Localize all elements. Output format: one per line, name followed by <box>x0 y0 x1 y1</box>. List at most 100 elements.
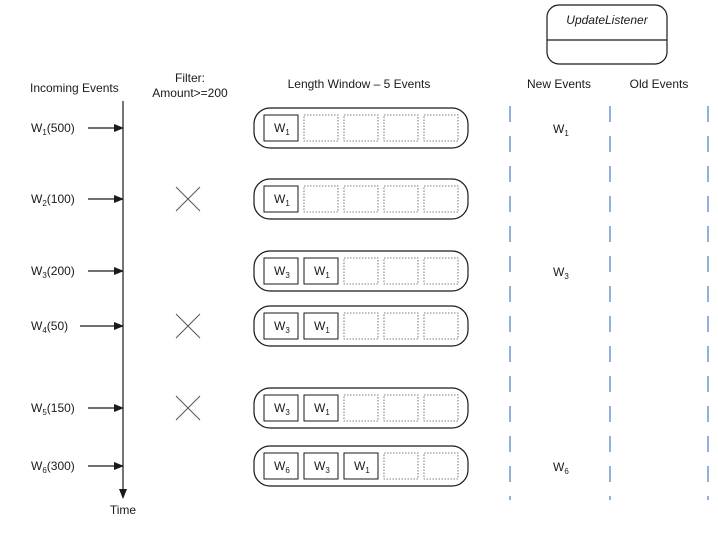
incoming-event-label: W2(100) <box>31 192 75 208</box>
window-slot-empty <box>343 257 379 285</box>
new-event-label-subscript: 1 <box>564 129 569 138</box>
window-slot-empty <box>383 452 419 480</box>
window-slot-event: W1 <box>354 459 370 475</box>
window-slot-filled <box>263 257 299 285</box>
window-slot-event-main: W <box>274 401 286 415</box>
window-slot-empty <box>343 312 379 340</box>
incoming-event-subscript: 2 <box>42 199 47 208</box>
window-slot-event-subscript: 1 <box>285 199 290 208</box>
window-slot-event: W1 <box>274 121 290 137</box>
window-slot-event-subscript: 6 <box>285 466 290 475</box>
window-slot-event-subscript: 1 <box>365 466 370 475</box>
incoming-event-name: W <box>31 264 43 278</box>
window-slot-event-subscript: 1 <box>285 128 290 137</box>
window-slot-empty <box>383 394 419 422</box>
incoming-event-subscript: 1 <box>42 128 47 137</box>
window-slot-filled <box>303 312 339 340</box>
window-slot-filled <box>303 452 339 480</box>
filter-header-line1: Filter: <box>175 71 205 85</box>
window-slot-empty <box>383 185 419 213</box>
filtered-out-x-mark <box>175 186 201 212</box>
window-slot-empty <box>423 452 459 480</box>
length-window-container <box>253 445 469 487</box>
window-slot-empty <box>423 312 459 340</box>
window-slot-event-main: W <box>314 401 326 415</box>
length-window-container <box>253 305 469 347</box>
window-slot-event: W1 <box>274 192 290 208</box>
new-event-label: W3 <box>553 265 569 281</box>
incoming-event-name: W <box>31 121 43 135</box>
incoming-event-amount: (100) <box>47 192 75 206</box>
window-slot-empty <box>423 114 459 142</box>
window-slot-event-subscript: 3 <box>285 408 290 417</box>
incoming-event-label: W1(500) <box>31 121 75 137</box>
time-label: Time <box>110 503 137 517</box>
window-slot-event: W3 <box>314 459 330 475</box>
incoming-events-header: Incoming Events <box>30 81 119 95</box>
window-slot-event-main: W <box>274 264 286 278</box>
incoming-event-amount: (200) <box>47 264 75 278</box>
window-slot-empty <box>423 257 459 285</box>
length-window-header: Length Window – 5 Events <box>288 77 431 91</box>
new-event-label: W6 <box>553 460 569 476</box>
incoming-event-label: W6(300) <box>31 459 75 475</box>
window-slot-empty <box>383 257 419 285</box>
length-window-container <box>253 387 469 429</box>
new-event-label-subscript: 6 <box>564 467 569 476</box>
window-slot-event: W3 <box>274 319 290 335</box>
new-event-label-main: W <box>553 122 565 136</box>
window-slot-event-main: W <box>274 192 286 206</box>
window-slot-event-main: W <box>354 459 366 473</box>
incoming-event-amount: (150) <box>47 401 75 415</box>
length-window-container <box>253 178 469 220</box>
update-listener-label: UpdateListener <box>566 13 648 27</box>
window-slot-event-subscript: 3 <box>285 271 290 280</box>
incoming-event-amount: (500) <box>47 121 75 135</box>
new-event-label: W1 <box>553 122 569 138</box>
incoming-event-name: W <box>31 401 43 415</box>
length-window-container <box>253 250 469 292</box>
incoming-event-label: W4(50) <box>31 319 68 335</box>
window-slot-empty <box>343 394 379 422</box>
new-events-header: New Events <box>527 77 591 91</box>
window-slot-empty <box>423 394 459 422</box>
window-slot-filled <box>303 257 339 285</box>
filtered-out-x-mark <box>175 395 201 421</box>
update-listener-box: UpdateListener <box>546 4 668 65</box>
window-slot-empty <box>383 114 419 142</box>
window-slot-event-subscript: 1 <box>325 271 330 280</box>
incoming-event-label: W3(200) <box>31 264 75 280</box>
window-slot-empty <box>303 185 339 213</box>
incoming-event-name: W <box>31 459 43 473</box>
window-slot-event: W6 <box>274 459 290 475</box>
window-slot-empty <box>343 185 379 213</box>
incoming-event-label: W5(150) <box>31 401 75 417</box>
window-slot-event: W3 <box>274 401 290 417</box>
filtered-out-x-mark <box>175 313 201 339</box>
window-slot-event-subscript: 1 <box>325 326 330 335</box>
incoming-event-name: W <box>31 192 43 206</box>
new-event-label-main: W <box>553 265 565 279</box>
incoming-event-name: W <box>31 319 43 333</box>
incoming-event-subscript: 3 <box>42 271 47 280</box>
incoming-event-subscript: 6 <box>42 466 47 475</box>
window-slot-event-main: W <box>314 319 326 333</box>
incoming-event-amount: (50) <box>47 319 68 333</box>
window-slot-empty <box>383 312 419 340</box>
window-slot-filled <box>263 312 299 340</box>
incoming-event-subscript: 5 <box>42 408 47 417</box>
window-slot-empty <box>343 114 379 142</box>
window-slot-event: W1 <box>314 319 330 335</box>
window-slot-event-main: W <box>314 459 326 473</box>
window-slot-filled <box>263 394 299 422</box>
window-slot-filled <box>263 185 299 213</box>
window-slot-filled <box>343 452 379 480</box>
window-slot-empty <box>423 185 459 213</box>
window-slot-event-subscript: 3 <box>285 326 290 335</box>
window-slot-filled <box>263 452 299 480</box>
